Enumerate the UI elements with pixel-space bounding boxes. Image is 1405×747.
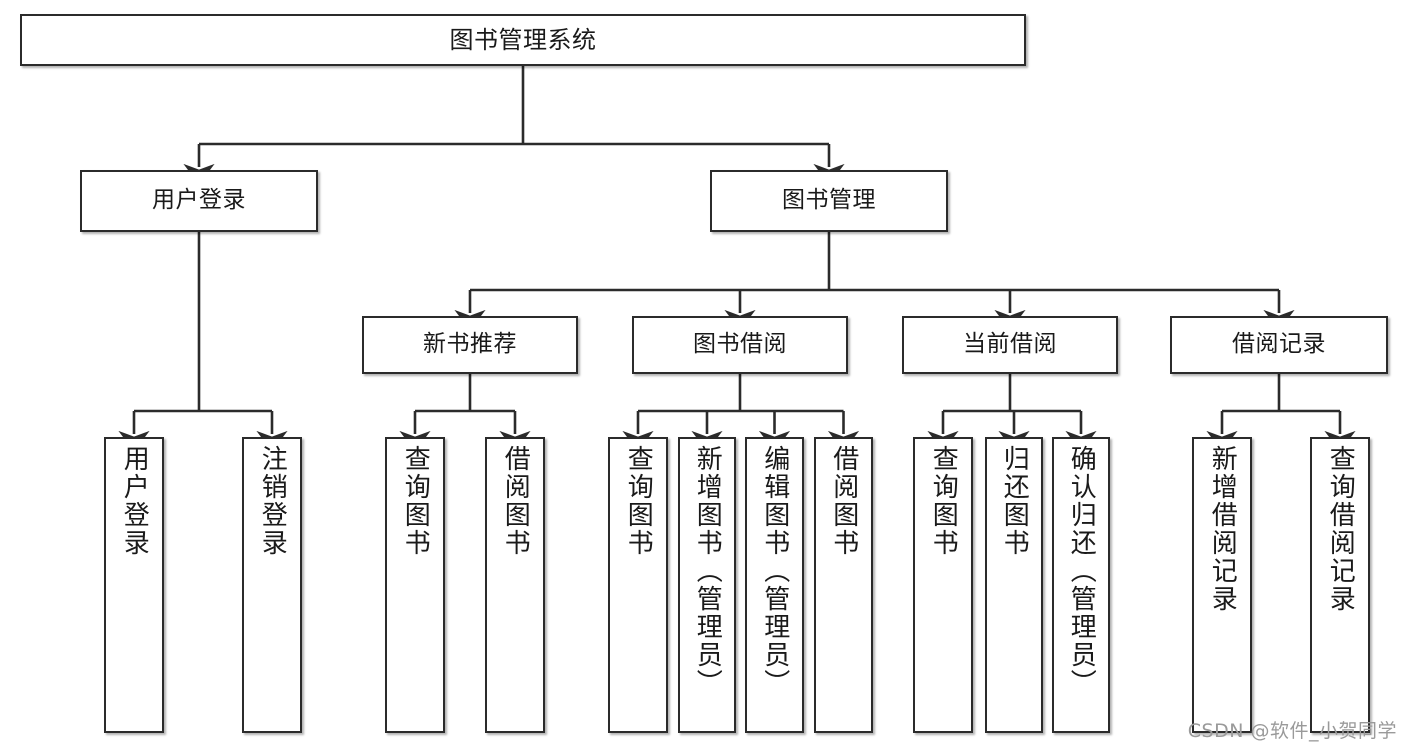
node-label: 归还图书 [999,445,1030,557]
node-leaf-borrow-book[interactable]: 借阅图书 [814,437,873,733]
node-label: 图书管理系统 [449,25,597,54]
node-label: 查询图书 [928,445,959,557]
node-label: 图书借阅 [693,331,787,358]
node-label: 编辑图书（管理员） [759,445,790,697]
node-leaf-query-borrow-record[interactable]: 查询借阅记录 [1310,437,1370,733]
node-book-borrow[interactable]: 图书借阅 [632,316,848,374]
node-label: 查询借阅记录 [1325,445,1356,613]
node-leaf-query-book-current[interactable]: 查询图书 [913,437,973,733]
node-current-borrow[interactable]: 当前借阅 [902,316,1118,374]
node-new-book-recommend[interactable]: 新书推荐 [362,316,578,374]
node-book-manage[interactable]: 图书管理 [710,170,948,232]
node-label: 图书管理 [782,187,876,214]
node-label: 用户登录 [119,445,150,557]
node-label: 查询图书 [400,445,431,557]
node-user-login[interactable]: 用户登录 [80,170,318,232]
node-leaf-edit-book[interactable]: 编辑图书（管理员） [745,437,804,733]
node-leaf-borrow-book-recommend[interactable]: 借阅图书 [485,437,545,733]
node-label: 确认归还（管理员） [1066,445,1097,697]
node-label: 新增图书（管理员） [692,445,723,697]
node-label: 新书推荐 [423,331,517,358]
csdn-watermark: CSDN @软件_小贺同学 [1187,720,1397,742]
node-label: 借阅图书 [828,445,859,557]
node-borrow-record[interactable]: 借阅记录 [1170,316,1388,374]
node-leaf-add-book[interactable]: 新增图书（管理员） [678,437,736,733]
node-leaf-return-book[interactable]: 归还图书 [985,437,1043,733]
node-label: 新增借阅记录 [1207,445,1238,613]
node-label: 注销登录 [257,445,288,557]
node-leaf-confirm-return[interactable]: 确认归还（管理员） [1052,437,1110,733]
node-leaf-query-book-borrow[interactable]: 查询图书 [608,437,668,733]
node-label: 借阅图书 [500,445,531,557]
node-leaf-query-book-recommend[interactable]: 查询图书 [385,437,445,733]
node-label: 查询图书 [623,445,654,557]
node-leaf-add-borrow-record[interactable]: 新增借阅记录 [1192,437,1252,733]
node-root-book-management-system[interactable]: 图书管理系统 [20,14,1026,66]
node-label: 用户登录 [152,187,246,214]
node-leaf-user-login[interactable]: 用户登录 [104,437,164,733]
node-label: 借阅记录 [1232,331,1326,358]
node-leaf-logout[interactable]: 注销登录 [242,437,302,733]
node-label: 当前借阅 [963,331,1057,358]
